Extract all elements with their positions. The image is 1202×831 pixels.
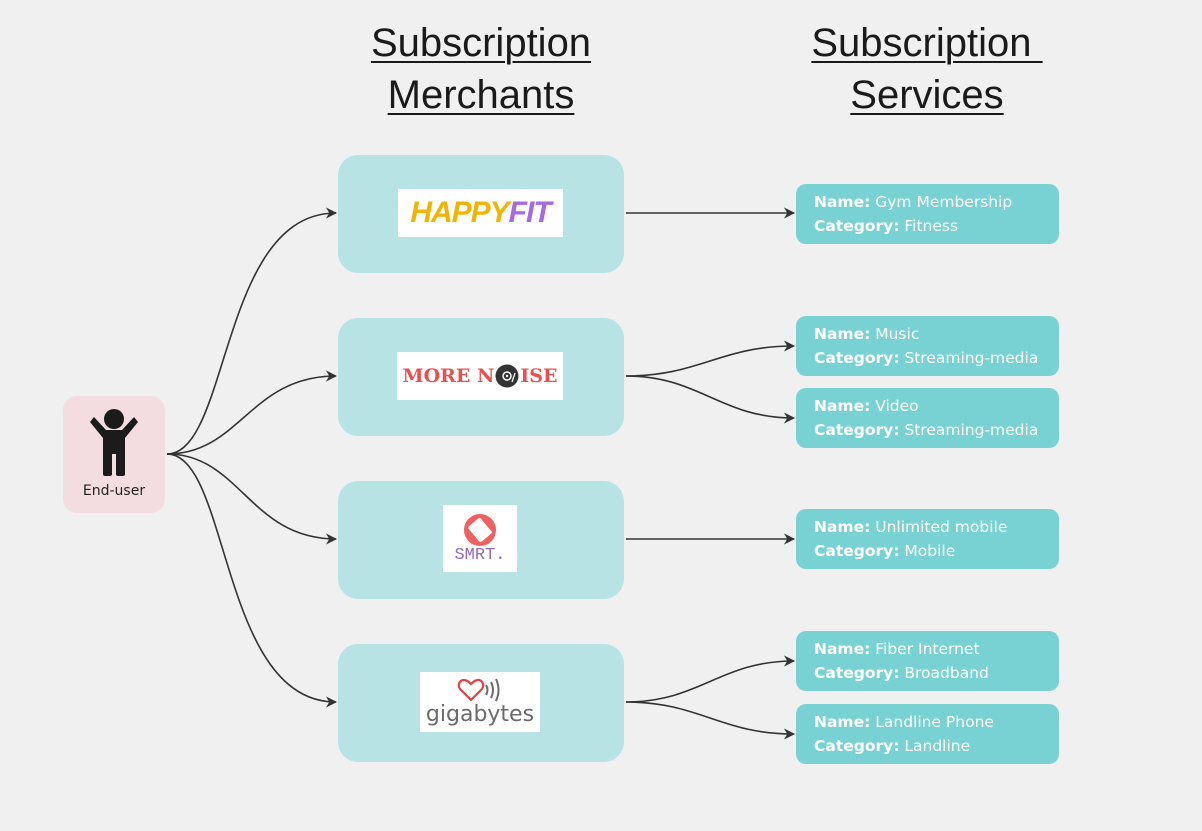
service-node[interactable]: Name: Unlimited mobile Category: Mobile (796, 509, 1059, 569)
edge-enduser-happyfit (166, 207, 338, 455)
logo-text-right: ISE (520, 365, 558, 387)
service-name: Landline Phone (875, 713, 994, 731)
edge-enduser-gigabytes (166, 453, 338, 708)
service-name: Unlimited mobile (875, 518, 1008, 536)
service-category: Streaming-media (904, 349, 1039, 367)
service-node[interactable]: Name: Fiber Internet Category: Broadband (796, 631, 1059, 691)
logo-text-left: MORE N (402, 365, 495, 387)
merchant-node-gigabytes[interactable]: gigabytes (338, 644, 624, 762)
service-node[interactable]: Name: Landline Phone Category: Landline (796, 704, 1059, 764)
service-name-row: Name: Music (814, 322, 1059, 346)
category-label: Category: (814, 421, 900, 439)
category-label: Category: (814, 737, 900, 755)
service-name: Fiber Internet (875, 640, 980, 658)
person-arms-raised-icon (90, 409, 138, 476)
service-category: Landline (904, 737, 971, 755)
edge-enduser-morenoise (166, 370, 338, 455)
service-category: Mobile (904, 542, 956, 560)
smrt-logo: SMRT. (443, 505, 517, 572)
service-name-row: Name: Unlimited mobile (814, 515, 1059, 539)
service-name: Video (875, 397, 919, 415)
edge-gigabytes-fiber (625, 655, 796, 703)
edge-gigabytes-landline (625, 701, 796, 740)
service-category: Broadband (904, 664, 989, 682)
service-node[interactable]: Name: Gym Membership Category: Fitness (796, 184, 1059, 244)
category-label: Category: (814, 542, 900, 560)
service-node[interactable]: Name: Music Category: Streaming-media (796, 316, 1059, 376)
logo-text-left: HAPPY (410, 196, 509, 229)
merchant-node-happyfit[interactable]: HAPPYFIT (338, 155, 624, 273)
category-label: Category: (814, 349, 900, 367)
heading-subscription-services: Subscription Services (780, 17, 1074, 121)
service-category-row: Category: Mobile (814, 539, 1059, 563)
edge-enduser-smrt (166, 453, 338, 545)
service-category: Fitness (904, 217, 959, 235)
service-name: Music (875, 325, 920, 343)
service-category-row: Category: Streaming-media (814, 346, 1059, 370)
gigabytes-logo: gigabytes (420, 672, 540, 732)
end-user-label: End-user (82, 483, 146, 499)
name-label: Name: (814, 193, 871, 211)
merchant-node-smrt[interactable]: SMRT. (338, 481, 624, 599)
name-label: Name: (814, 325, 871, 343)
service-category-row: Category: Landline (814, 734, 1059, 758)
service-name-row: Name: Video (814, 394, 1059, 418)
service-name-row: Name: Gym Membership (814, 190, 1059, 214)
happyfit-logo: HAPPYFIT (398, 189, 563, 237)
service-category-row: Category: Broadband (814, 661, 1059, 685)
category-label: Category: (814, 664, 900, 682)
edge-morenoise-music (625, 340, 796, 377)
edge-morenoise-video (625, 375, 796, 424)
heading-subscription-merchants: Subscription Merchants (340, 17, 622, 121)
merchant-node-morenoise[interactable]: MORE N ISE (338, 318, 624, 436)
name-label: Name: (814, 397, 871, 415)
heading-line-1: Subscription (370, 21, 592, 65)
service-name: Gym Membership (875, 193, 1013, 211)
logo-text: SMRT. (454, 545, 506, 565)
heading-line-2: Merchants (387, 73, 575, 117)
morenoise-logo: MORE N ISE (397, 352, 563, 400)
service-category: Streaming-media (904, 421, 1039, 439)
logo-text: gigabytes (425, 702, 535, 727)
category-label: Category: (814, 217, 900, 235)
service-category-row: Category: Fitness (814, 214, 1059, 238)
service-node[interactable]: Name: Video Category: Streaming-media (796, 388, 1059, 448)
vinyl-record-icon (495, 364, 519, 388)
name-label: Name: (814, 713, 871, 731)
service-name-row: Name: Fiber Internet (814, 637, 1059, 661)
name-label: Name: (814, 640, 871, 658)
phone-circle-icon (464, 513, 496, 546)
heading-line-2: Services (850, 73, 1004, 117)
service-category-row: Category: Streaming-media (814, 418, 1059, 442)
name-label: Name: (814, 518, 871, 536)
end-user-node[interactable]: End-user (63, 396, 165, 513)
heart-signal-icon (457, 678, 500, 702)
service-name-row: Name: Landline Phone (814, 710, 1059, 734)
heading-line-1: Subscription (811, 21, 1043, 65)
logo-text-right: FIT (508, 196, 552, 229)
